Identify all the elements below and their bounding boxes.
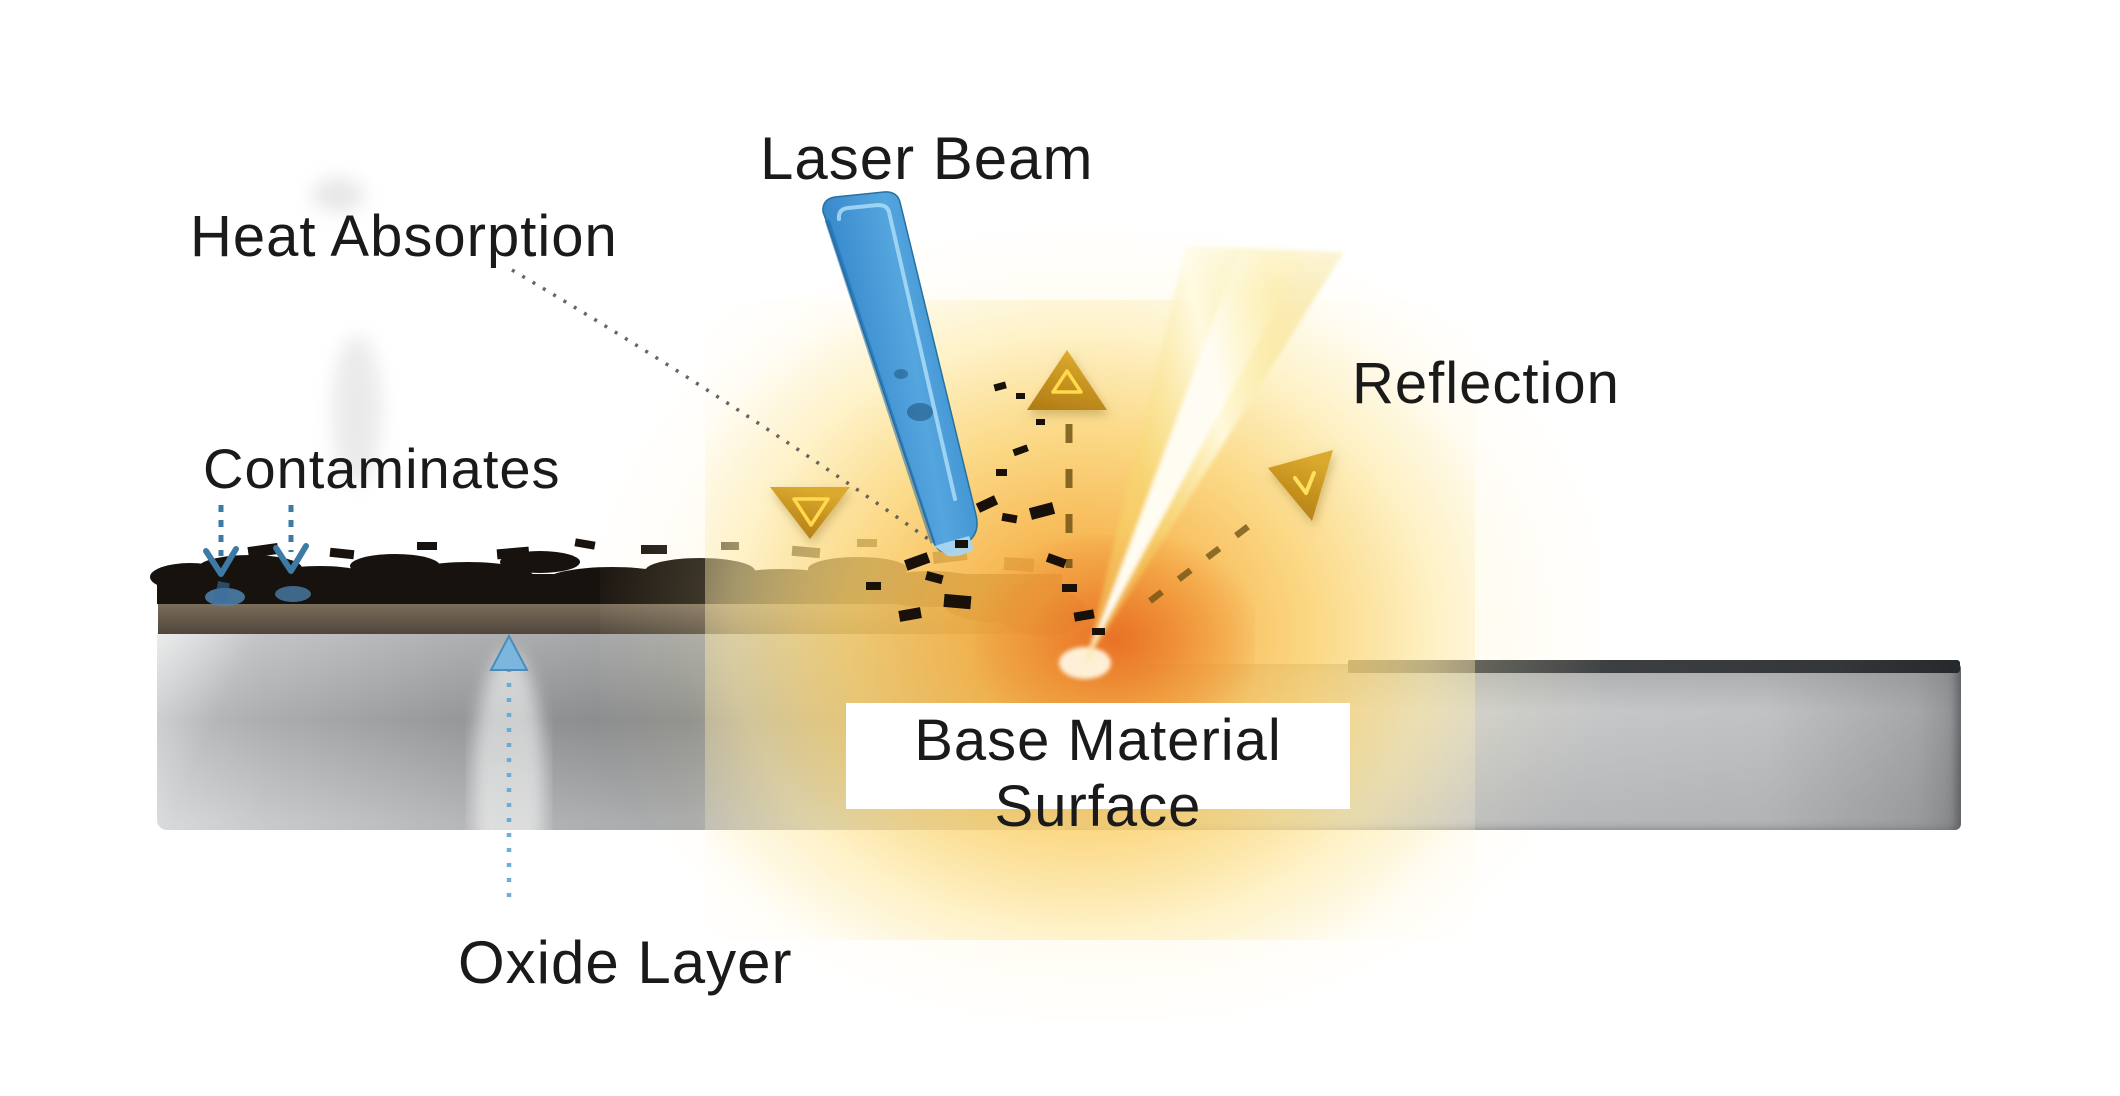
base-material-label-line2: Surface: [994, 774, 1202, 839]
heat-absorption-label: Heat Absorption: [190, 204, 618, 269]
reflection-label: Reflection: [1352, 351, 1620, 416]
laser-beam-label: Laser Beam: [760, 125, 1094, 192]
base-material-label-line1: Base Material: [914, 708, 1282, 773]
heat-absorption-line: [511, 268, 950, 555]
contaminates-arrows: [203, 505, 309, 577]
warning-triangle-tilted-icon: [1268, 450, 1333, 521]
base-material-label-box: [846, 703, 1350, 809]
absorbed-contaminate-blue-spots: [205, 580, 311, 606]
debris-particles: [866, 381, 1105, 635]
sideways-warning-dashes: [1148, 513, 1264, 604]
warning-triangle-up-icon: [1027, 350, 1107, 410]
oxide-layer-label: Oxide Layer: [458, 929, 793, 996]
cleaned-surface-top-line: [1348, 660, 1960, 673]
smudge-artifact: [312, 178, 364, 212]
base-material-label: Base Material Surface: [846, 708, 1350, 840]
contaminates-label: Contaminates: [203, 437, 561, 500]
laser-beam-wand: [822, 191, 978, 557]
oxide-layer-arrow: [489, 633, 529, 902]
reflection-beam: [1085, 246, 1344, 664]
impact-hot-spot: [1059, 647, 1111, 679]
smudge-artifact: [332, 335, 382, 485]
warning-triangle-down-icon: [770, 487, 850, 539]
